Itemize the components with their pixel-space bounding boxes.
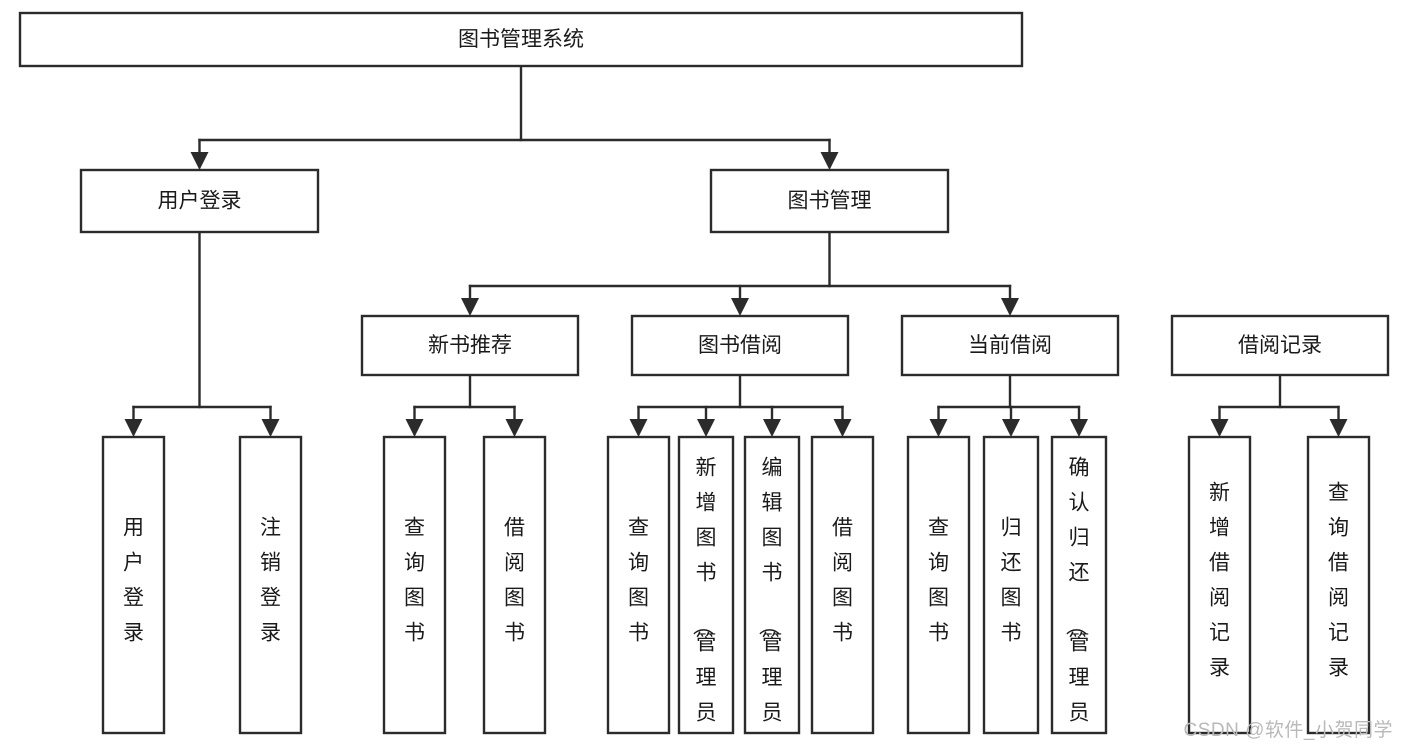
arrow-head-icon — [405, 419, 424, 437]
arrow-head-icon — [833, 419, 852, 437]
node-user-login[interactable]: 用户登录 — [79, 168, 320, 234]
node-label-leaf-borrow-lend-book: 借阅图书 — [832, 517, 853, 645]
arrow-head-icon — [697, 419, 715, 437]
node-book-borrow[interactable]: 图书借阅 — [630, 314, 850, 377]
node-label-leaf-user-logout: 注销登录 — [260, 517, 281, 645]
node-box-leaf-rec-borrow-book[interactable] — [482, 435, 547, 735]
node-book-manage[interactable]: 图书管理 — [709, 168, 950, 234]
node-leaf-user-logout[interactable]: 注销登录 — [238, 435, 303, 735]
node-box-leaf-user-login[interactable] — [101, 435, 166, 735]
node-current-borrow[interactable]: 当前借阅 — [900, 314, 1120, 377]
node-label-leaf-borrow-edit-book: 编辑图书（管理员） — [757, 457, 783, 747]
node-label-leaf-rec-query-book: 查询图书 — [404, 517, 425, 645]
node-leaf-rec-query-book[interactable]: 查询图书 — [382, 435, 447, 735]
node-label-leaf-borrow-query-book: 查询图书 — [628, 517, 649, 645]
arrow-head-icon — [1070, 419, 1088, 437]
node-box-leaf-cur-return-book[interactable] — [982, 435, 1040, 735]
node-layer: 图书管理系统用户登录图书管理新书推荐图书借阅当前借阅借阅记录用户登录注销登录查询… — [18, 11, 1390, 747]
node-label-leaf-rec-borrow-book: 借阅图书 — [504, 517, 525, 645]
arrow-head-icon — [820, 152, 839, 170]
node-leaf-cur-return-book[interactable]: 归还图书 — [982, 435, 1040, 735]
node-box-book-manage[interactable] — [709, 168, 950, 234]
arrow-head-icon — [1002, 419, 1020, 437]
node-label-book-manage: 图书管理 — [788, 190, 872, 213]
node-leaf-rec-query-record[interactable]: 查询借阅记录 — [1306, 435, 1371, 735]
node-box-leaf-borrow-edit-book[interactable] — [743, 435, 801, 735]
node-box-leaf-rec-query-record[interactable] — [1306, 435, 1371, 735]
node-root[interactable]: 图书管理系统 — [18, 11, 1024, 68]
connector-layer — [124, 64, 1348, 437]
node-leaf-cur-query-book[interactable]: 查询图书 — [906, 435, 971, 735]
node-box-user-login[interactable] — [79, 168, 320, 234]
arrow-head-icon — [1210, 419, 1229, 437]
node-borrow-record[interactable]: 借阅记录 — [1170, 314, 1390, 377]
node-label-leaf-cur-confirm-return: 确认归还（管理员） — [1064, 457, 1090, 747]
node-new-book-rec[interactable]: 新书推荐 — [360, 314, 580, 377]
node-box-leaf-borrow-lend-book[interactable] — [810, 435, 875, 735]
csdn-watermark: CSDN @软件_小贺同学 — [1183, 720, 1393, 741]
node-label-book-borrow: 图书借阅 — [698, 334, 782, 357]
node-label-current-borrow: 当前借阅 — [968, 334, 1052, 357]
arrow-head-icon — [1001, 298, 1019, 316]
arrow-head-icon — [190, 152, 209, 170]
node-leaf-borrow-lend-book[interactable]: 借阅图书 — [810, 435, 875, 735]
node-label-user-login: 用户登录 — [158, 190, 242, 213]
arrow-head-icon — [731, 298, 749, 316]
node-box-current-borrow[interactable] — [900, 314, 1120, 377]
node-leaf-cur-confirm-return[interactable]: 确认归还（管理员） — [1050, 435, 1108, 747]
node-label-leaf-rec-query-record: 查询借阅记录 — [1328, 482, 1349, 680]
arrow-head-icon — [461, 298, 479, 316]
node-label-leaf-cur-query-book: 查询图书 — [928, 517, 949, 645]
node-box-leaf-rec-query-book[interactable] — [382, 435, 447, 735]
node-leaf-user-login[interactable]: 用户登录 — [101, 435, 166, 735]
arrow-head-icon — [505, 419, 524, 437]
node-leaf-borrow-add-book[interactable]: 新增图书（管理员） — [677, 435, 735, 747]
node-box-leaf-borrow-query-book[interactable] — [606, 435, 671, 735]
node-label-new-book-rec: 新书推荐 — [428, 334, 512, 357]
node-leaf-borrow-edit-book[interactable]: 编辑图书（管理员） — [743, 435, 801, 747]
node-box-root[interactable] — [18, 11, 1024, 68]
node-box-new-book-rec[interactable] — [360, 314, 580, 377]
node-box-leaf-cur-query-book[interactable] — [906, 435, 971, 735]
node-leaf-borrow-query-book[interactable]: 查询图书 — [606, 435, 671, 735]
node-label-borrow-record: 借阅记录 — [1238, 334, 1322, 357]
arrow-head-icon — [929, 419, 948, 437]
arrow-head-icon — [124, 419, 143, 437]
arrow-head-icon — [629, 419, 648, 437]
arrow-head-icon — [261, 419, 280, 437]
node-label-leaf-user-login: 用户登录 — [123, 517, 144, 645]
node-label-leaf-rec-add-record: 新增借阅记录 — [1209, 482, 1230, 680]
arrow-head-icon — [1329, 419, 1348, 437]
arrow-head-icon — [763, 419, 781, 437]
node-label-leaf-borrow-add-book: 新增图书（管理员） — [691, 457, 717, 747]
node-box-book-borrow[interactable] — [630, 314, 850, 377]
node-box-leaf-user-logout[interactable] — [238, 435, 303, 735]
node-box-leaf-cur-confirm-return[interactable] — [1050, 435, 1108, 735]
node-box-leaf-rec-add-record[interactable] — [1187, 435, 1252, 735]
node-label-leaf-cur-return-book: 归还图书 — [1001, 517, 1022, 645]
node-box-leaf-borrow-add-book[interactable] — [677, 435, 735, 735]
node-leaf-rec-borrow-book[interactable]: 借阅图书 — [482, 435, 547, 735]
node-box-borrow-record[interactable] — [1170, 314, 1390, 377]
node-label-root: 图书管理系统 — [458, 28, 584, 51]
node-leaf-rec-add-record[interactable]: 新增借阅记录 — [1187, 435, 1252, 735]
